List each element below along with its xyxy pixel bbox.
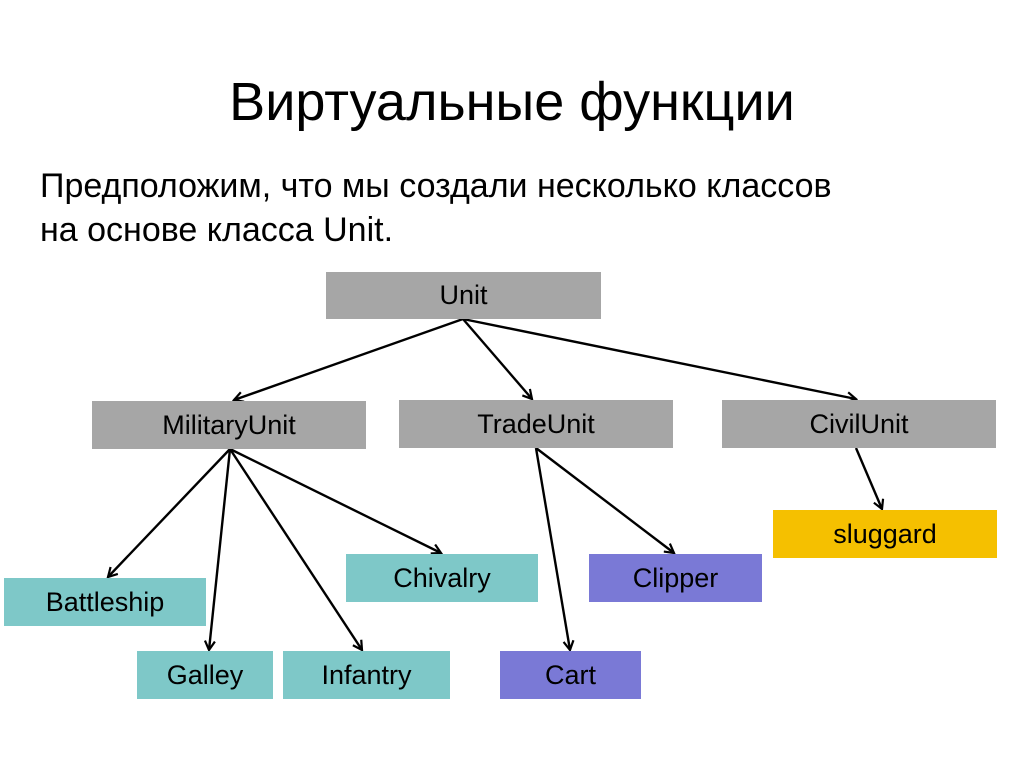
intro-line-1: Предположим, что мы создали несколько кл… xyxy=(40,167,832,205)
arrow-unit-to-civil-unit xyxy=(462,317,856,399)
node-sluggard: sluggard xyxy=(773,510,997,558)
node-galley-label: Galley xyxy=(166,659,244,690)
node-military-unit: MilitaryUnit xyxy=(92,401,366,449)
node-infantry: Infantry xyxy=(283,651,450,699)
node-cart-label: Cart xyxy=(544,659,596,690)
slide-title: Виртуальные функции xyxy=(229,72,795,132)
node-civil-unit-label: CivilUnit xyxy=(809,408,909,439)
node-trade-unit: TradeUnit xyxy=(399,400,673,448)
node-chivalry: Chivalry xyxy=(346,554,538,602)
node-battleship-label: Battleship xyxy=(45,586,165,617)
node-cart: Cart xyxy=(500,651,641,699)
slide-intro-text: Предположим, что мы создали несколько кл… xyxy=(40,164,1000,252)
node-chivalry-label: Chivalry xyxy=(393,562,491,593)
node-unit-label: Unit xyxy=(439,280,488,310)
arrow-military-unit-to-battleship xyxy=(108,448,231,577)
arrow-civil-unit-to-sluggard xyxy=(854,447,882,509)
node-clipper: Clipper xyxy=(589,554,762,602)
node-unit: Unit xyxy=(326,272,601,319)
intro-line-2: на основе класса Unit. xyxy=(40,211,394,249)
node-trade-unit-label: TradeUnit xyxy=(477,408,595,439)
arrow-trade-unit-to-cart xyxy=(534,447,570,650)
arrow-military-unit-to-infantry xyxy=(228,448,362,650)
node-infantry-label: Infantry xyxy=(321,659,412,690)
arrow-military-unit-to-chivalry xyxy=(229,447,441,553)
node-clipper-label: Clipper xyxy=(632,562,719,593)
node-battleship: Battleship xyxy=(4,578,206,626)
node-galley: Galley xyxy=(137,651,273,699)
node-civil-unit: CivilUnit xyxy=(722,400,996,448)
node-military-unit-label: MilitaryUnit xyxy=(162,409,296,440)
arrow-unit-to-military-unit xyxy=(234,317,464,400)
arrow-unit-to-trade-unit xyxy=(462,318,532,399)
arrow-trade-unit-to-clipper xyxy=(535,447,674,553)
node-sluggard-label: sluggard xyxy=(833,518,937,549)
arrow-military-unit-to-galley xyxy=(209,448,232,650)
